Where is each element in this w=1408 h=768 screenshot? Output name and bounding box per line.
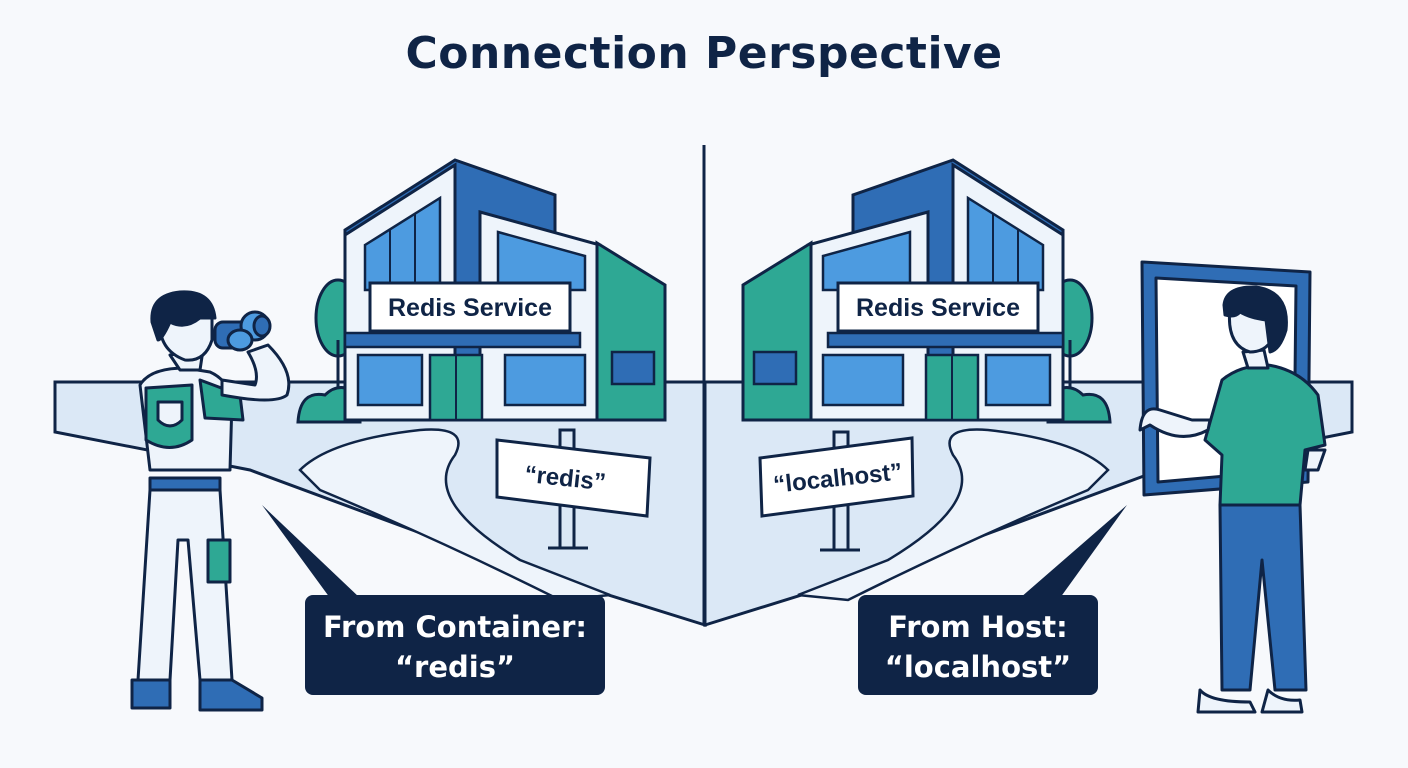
container-person-with-binoculars [130, 290, 291, 712]
right-building-sign: Redis Service [856, 294, 1020, 322]
left-building: Redis Service [296, 158, 667, 424]
left-callout-line1: From Container: [323, 610, 587, 644]
left-building-sign: Redis Service [388, 294, 552, 322]
right-callout: From Host: “localhost” [858, 505, 1127, 695]
right-building [741, 158, 1112, 424]
page-title: Connection Perspective [405, 28, 1003, 79]
host-person-with-window [1138, 260, 1327, 714]
right-callout-line2: “localhost” [885, 650, 1071, 684]
left-callout-line2: “redis” [395, 650, 515, 684]
left-signpost: “redis” [495, 428, 652, 550]
right-callout-line1: From Host: [888, 610, 1067, 644]
left-callout: From Container: “redis” [262, 505, 605, 695]
right-signpost: “localhost” [758, 430, 915, 552]
